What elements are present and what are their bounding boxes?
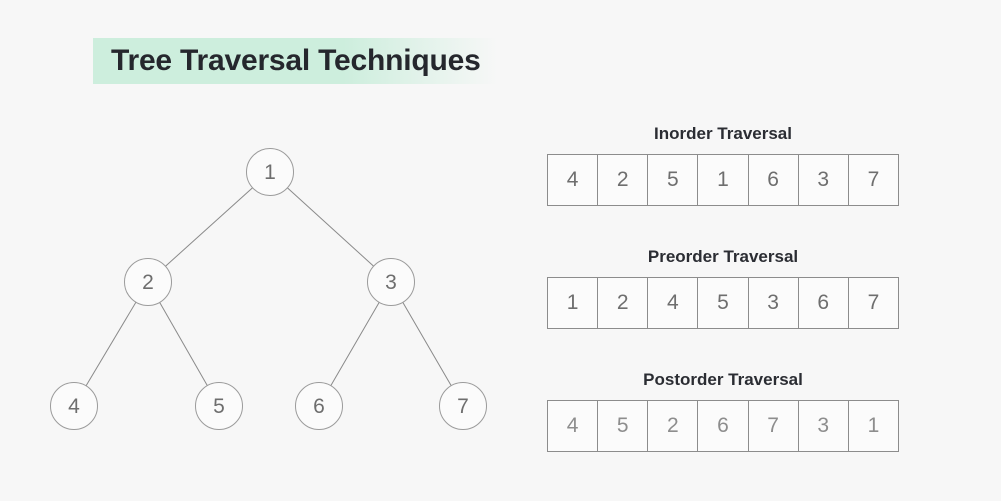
tree-node-6[interactable]: 6 xyxy=(295,382,343,430)
tree-edge-n1-n3 xyxy=(269,171,392,283)
traversal-cell-postorder-7[interactable]: 1 xyxy=(867,414,880,437)
tree-node-4[interactable]: 4 xyxy=(50,382,98,430)
traversal-cell-preorder-7[interactable]: 7 xyxy=(867,291,880,314)
tree-node-label: 4 xyxy=(68,394,80,418)
tree-node-7[interactable]: 7 xyxy=(439,382,487,430)
tree-node-5[interactable]: 5 xyxy=(195,382,243,430)
traversal-cell-preorder-1[interactable]: 1 xyxy=(548,278,599,328)
tree-node-label: 2 xyxy=(142,270,154,294)
tree-node-label: 1 xyxy=(264,160,276,184)
tree-node-label: 7 xyxy=(457,394,469,418)
traversal-cell-preorder-4[interactable]: 5 xyxy=(698,278,749,328)
tree-node-label: 3 xyxy=(385,270,397,294)
traversal-cell-inorder-4[interactable]: 1 xyxy=(698,155,749,205)
traversal-cell-inorder-1[interactable]: 4 xyxy=(548,155,599,205)
traversal-cell-inorder-2[interactable]: 2 xyxy=(598,155,649,205)
traversal-title-preorder: Preorder Traversal xyxy=(647,247,799,266)
tree-node-1[interactable]: 1 xyxy=(246,148,294,196)
page-title-highlight: Tree Traversal Techniques xyxy=(93,38,497,84)
binary-tree-diagram: 1 2 3 4 5 6 7 xyxy=(0,100,540,500)
traversal-cell-postorder-3[interactable]: 2 xyxy=(648,401,699,451)
traversal-title-postorder: Postorder Traversal xyxy=(643,370,803,389)
tree-node-3[interactable]: 3 xyxy=(367,258,415,306)
traversal-cell-postorder-1[interactable]: 4 xyxy=(548,401,599,451)
tree-node-label: 6 xyxy=(313,394,325,418)
traversal-cell-postorder-5[interactable]: 7 xyxy=(749,401,799,451)
traversal-cell-inorder-7[interactable]: 7 xyxy=(867,168,880,191)
traversal-cell-preorder-6[interactable]: 6 xyxy=(799,278,849,328)
traversal-cell-preorder-2[interactable]: 2 xyxy=(598,278,649,328)
traversal-cell-inorder-6[interactable]: 3 xyxy=(799,155,849,205)
traversal-cell-postorder-4[interactable]: 6 xyxy=(698,401,749,451)
traversal-cell-preorder-3[interactable]: 4 xyxy=(648,278,699,328)
traversal-title-inorder: Inorder Traversal xyxy=(654,124,792,143)
traversal-cell-inorder-5[interactable]: 6 xyxy=(749,155,799,205)
traversal-cell-postorder-6[interactable]: 3 xyxy=(799,401,849,451)
traversal-cell-preorder-5[interactable]: 3 xyxy=(749,278,799,328)
tree-node-label: 5 xyxy=(213,394,225,418)
tree-node-2[interactable]: 2 xyxy=(124,258,172,306)
tree-edge-n1-n2 xyxy=(147,171,271,283)
page-title: Tree Traversal Techniques xyxy=(111,44,481,77)
traversal-cell-postorder-2[interactable]: 5 xyxy=(598,401,649,451)
traversal-cell-inorder-3[interactable]: 5 xyxy=(648,155,699,205)
